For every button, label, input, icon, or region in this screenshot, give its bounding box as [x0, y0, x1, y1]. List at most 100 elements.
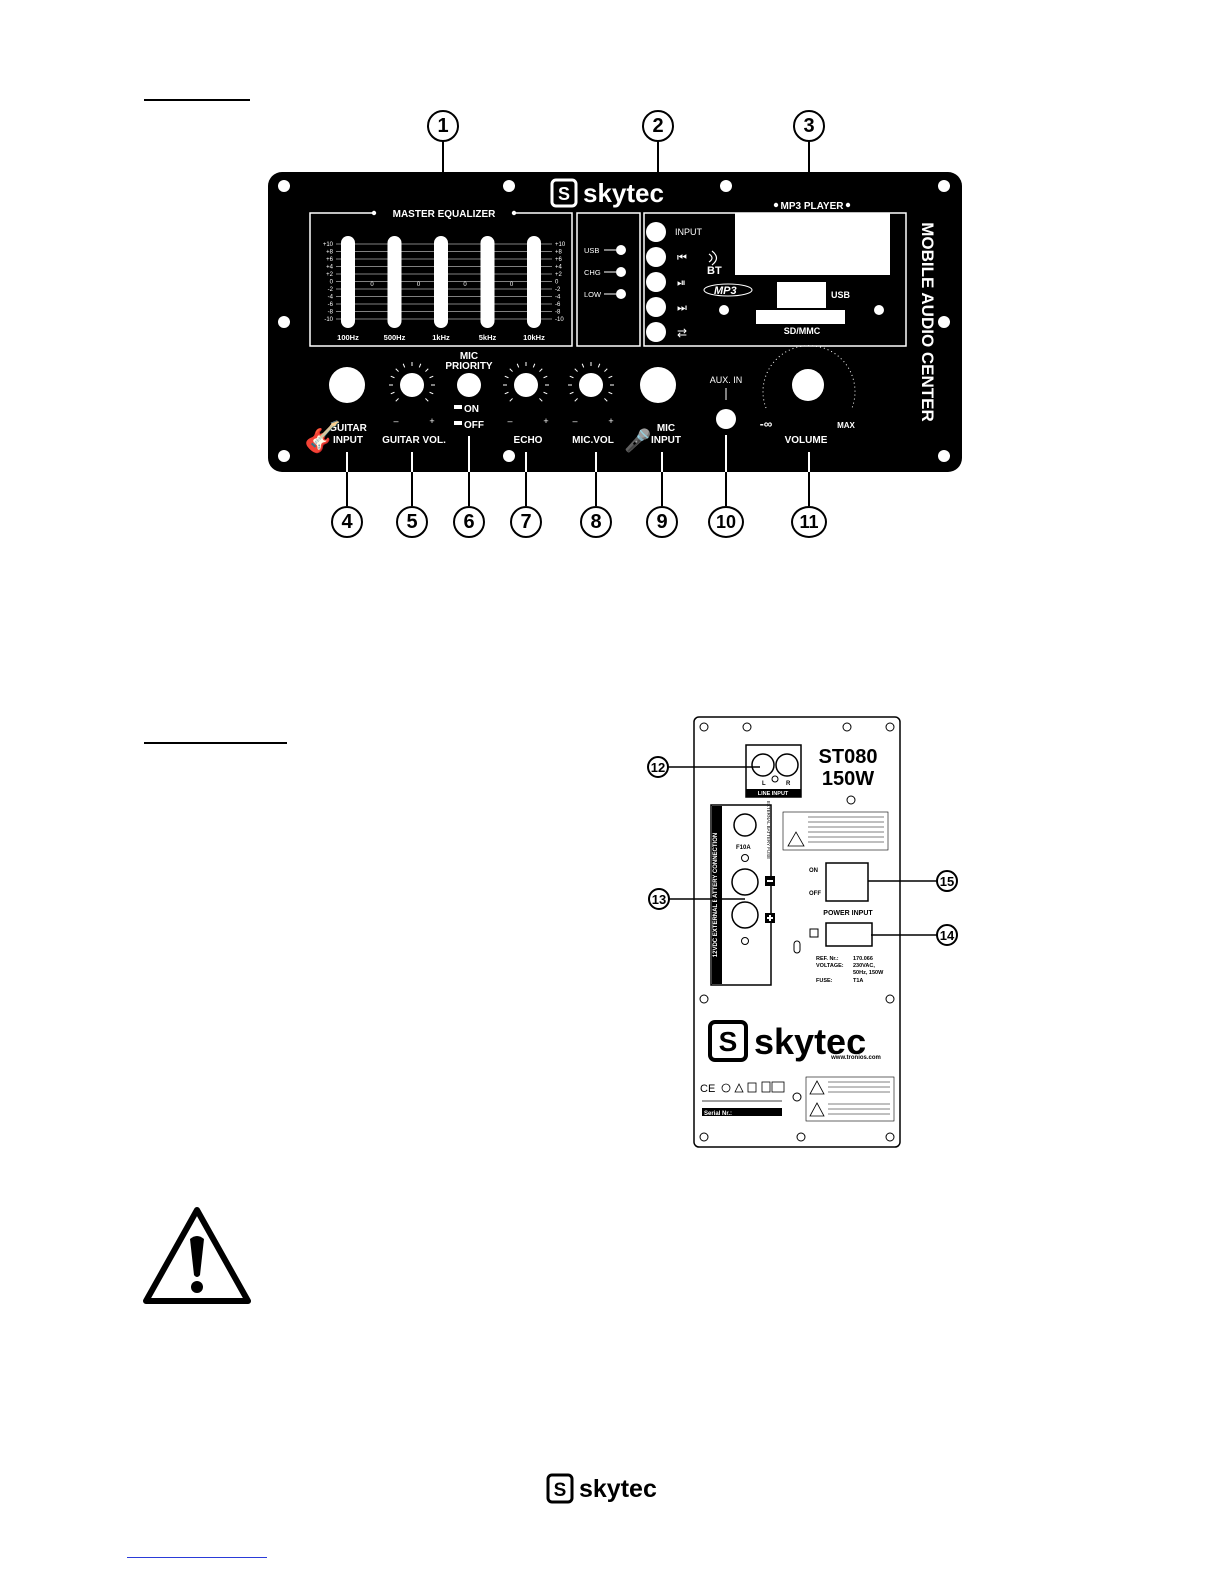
eq-scale-left: +10+8+6+4+20-2-4-6-8-10	[323, 242, 334, 323]
model-name: ST080	[819, 746, 878, 768]
svg-text:-∞: -∞	[760, 417, 773, 431]
svg-text:SD/MMC: SD/MMC	[784, 326, 821, 336]
mic-vol-knob[interactable]	[579, 373, 603, 397]
svg-text:OFF: OFF	[464, 420, 484, 431]
svg-text:L: L	[762, 781, 766, 787]
eq-scale-right: +10+8+6+4+20-2-4-6-8-10	[555, 242, 566, 323]
svg-text:230VAC,: 230VAC,	[853, 963, 875, 969]
callout-7: 7	[510, 506, 542, 538]
side-label: MOBILE AUDIO CENTER	[918, 222, 937, 422]
eq-scale-tick: 0	[330, 280, 334, 286]
eq-scale-tick: -10	[324, 317, 333, 323]
svg-text:170.066: 170.066	[853, 956, 873, 962]
guitar-vol-knob[interactable]	[400, 373, 424, 397]
mic-input-jack	[640, 367, 676, 403]
callout-10: 10	[708, 506, 744, 538]
eq-zero-mark: 0	[510, 282, 514, 288]
guitar-input-jack	[329, 367, 365, 403]
callout-4: 4	[331, 506, 363, 538]
svg-text:VOLTAGE:: VOLTAGE:	[816, 963, 844, 969]
warning-icon	[143, 1207, 251, 1304]
eq-zero-mark: 0	[370, 282, 374, 288]
svg-text:GUITAR: GUITAR	[329, 423, 367, 434]
svg-text:REF. Nr.:: REF. Nr.:	[816, 956, 839, 962]
line-input-r-jack	[775, 753, 799, 777]
next-button[interactable]	[646, 297, 666, 317]
eq-scale-tick: +10	[555, 242, 566, 248]
eq-slider-2[interactable]	[434, 236, 448, 328]
eq-slider-0[interactable]	[341, 236, 355, 328]
eq-scale-tick: 0	[555, 280, 559, 286]
repeat-icon: ⇄	[677, 326, 687, 340]
next-icon: ⏭	[677, 302, 687, 314]
svg-text:12VDC EXTERNAL BATTERY CONNECT: 12VDC EXTERNAL BATTERY CONNECTION	[713, 833, 719, 957]
eq-scale-tick: -4	[328, 295, 334, 301]
mic-priority-button	[457, 373, 481, 397]
mic-vol-label: MIC.VOL	[572, 435, 614, 446]
rear-brand-logo: skytec	[754, 1021, 866, 1062]
eq-scale-tick: +4	[555, 265, 563, 271]
svg-text:T1A: T1A	[853, 978, 863, 984]
prev-icon: ⏮	[677, 252, 687, 264]
callout-9: 9	[646, 506, 678, 538]
svg-text:–: –	[393, 416, 398, 426]
usb-port	[777, 282, 826, 308]
eq-scale-tick: +6	[555, 257, 563, 263]
eq-zero-mark: 0	[463, 282, 467, 288]
led-chg	[616, 267, 626, 277]
rear-panel-diagram: L R LINE INPUT ST080 150W 12VDC EXTERNAL…	[668, 716, 937, 1148]
eq-band-label: 100Hz	[337, 333, 359, 342]
svg-text:INPUT: INPUT	[651, 435, 681, 446]
svg-text:–: –	[572, 416, 577, 426]
callout-15: 15	[936, 870, 958, 892]
svg-text:EXTERNAL BATTERY FUSE: EXTERNAL BATTERY FUSE	[766, 801, 771, 859]
bt-wave-icon	[708, 250, 718, 266]
prev-button[interactable]	[646, 247, 666, 267]
input-button[interactable]	[646, 222, 666, 242]
power-switch	[825, 862, 869, 902]
svg-text:USB: USB	[831, 290, 851, 300]
callout-14: 14	[936, 924, 958, 946]
callout-2: 2	[642, 110, 674, 142]
svg-text:skytec: skytec	[579, 1475, 657, 1503]
mp3-title: MP3 PLAYER	[781, 201, 845, 212]
play-pause-button[interactable]	[646, 272, 666, 292]
svg-text:OFF: OFF	[809, 891, 821, 897]
microphone-icon: 🎤	[624, 427, 651, 453]
svg-text:+: +	[543, 416, 548, 426]
eq-scale-tick: +10	[323, 242, 334, 248]
bt-label: BT	[707, 265, 722, 277]
eq-scale-tick: +4	[326, 265, 334, 271]
eq-slider-4[interactable]	[527, 236, 541, 328]
svg-text:+: +	[429, 416, 434, 426]
eq-slider-3[interactable]	[480, 236, 495, 328]
eq-scale-tick: -6	[328, 302, 334, 308]
eq-scale-tick: +2	[326, 272, 334, 278]
callout-6: 6	[453, 506, 485, 538]
eq-scale-tick: -8	[328, 310, 334, 316]
guitar-vol-label: GUITAR VOL.	[382, 435, 446, 446]
callout-8: 8	[580, 506, 612, 538]
svg-text:F10A: F10A	[736, 845, 751, 851]
callout-3: 3	[793, 110, 825, 142]
callout-11: 11	[791, 506, 827, 538]
svg-text:ON: ON	[464, 404, 479, 415]
led-label: LOW	[584, 290, 602, 299]
echo-knob[interactable]	[514, 373, 538, 397]
play-pause-icon: ⏯	[677, 277, 686, 289]
line-input-l-jack	[751, 753, 775, 777]
aux-in-label: AUX. IN	[710, 375, 743, 385]
svg-text:–: –	[507, 416, 512, 426]
eq-scale-tick: +6	[326, 257, 334, 263]
aux-in-jack	[716, 409, 736, 429]
eq-scale-tick: +8	[555, 250, 563, 256]
repeat-button[interactable]	[646, 322, 666, 342]
footer-link-underline	[127, 1557, 267, 1558]
eq-scale-tick: -8	[555, 310, 561, 316]
mp3-buttons	[646, 222, 666, 342]
callout-12: 12	[647, 756, 669, 778]
eq-slider-1[interactable]	[387, 236, 402, 328]
svg-text:FUSE:: FUSE:	[816, 978, 833, 984]
